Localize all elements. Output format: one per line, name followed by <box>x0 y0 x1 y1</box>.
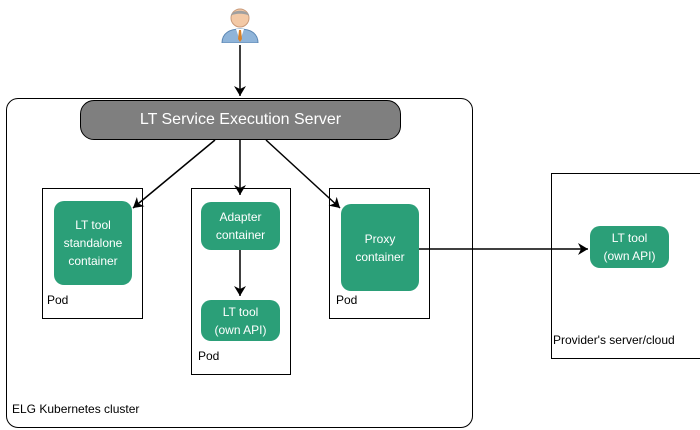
standalone-tool-label: LT tool standalone container <box>63 218 123 268</box>
standalone-tool-container: LT tool standalone container <box>54 201 132 285</box>
pod-label: Pod <box>47 293 69 307</box>
provider-tool-container: LT tool (own API) <box>590 226 669 268</box>
pod-label: Pod <box>198 349 220 363</box>
adapter-container-label: Adapter container <box>215 210 266 242</box>
kubernetes-cluster <box>6 98 473 428</box>
provider-server <box>551 173 700 359</box>
pod-adapter <box>191 188 291 375</box>
user-icon <box>220 5 260 44</box>
pod-proxy <box>329 188 430 319</box>
proxy-container: Proxy container <box>341 204 419 291</box>
provider-label: Provider's server/cloud <box>553 333 675 347</box>
pod-standalone <box>42 188 143 319</box>
cluster-label: ELG Kubernetes cluster <box>12 402 140 416</box>
provider-tool-label: LT tool (own API) <box>603 231 656 263</box>
own-api-tool-label: LT tool (own API) <box>214 304 267 337</box>
own-api-tool-container: LT tool (own API) <box>201 300 280 341</box>
proxy-container-label: Proxy container <box>355 231 405 264</box>
execution-server: LT Service Execution Server <box>80 100 401 140</box>
arrow-server-to-pod3 <box>265 139 341 209</box>
adapter-container: Adapter container <box>201 202 280 250</box>
pod-label: Pod <box>336 293 358 307</box>
arrow-server-to-pod1 <box>132 139 216 209</box>
server-label: LT Service Execution Server <box>139 111 342 128</box>
